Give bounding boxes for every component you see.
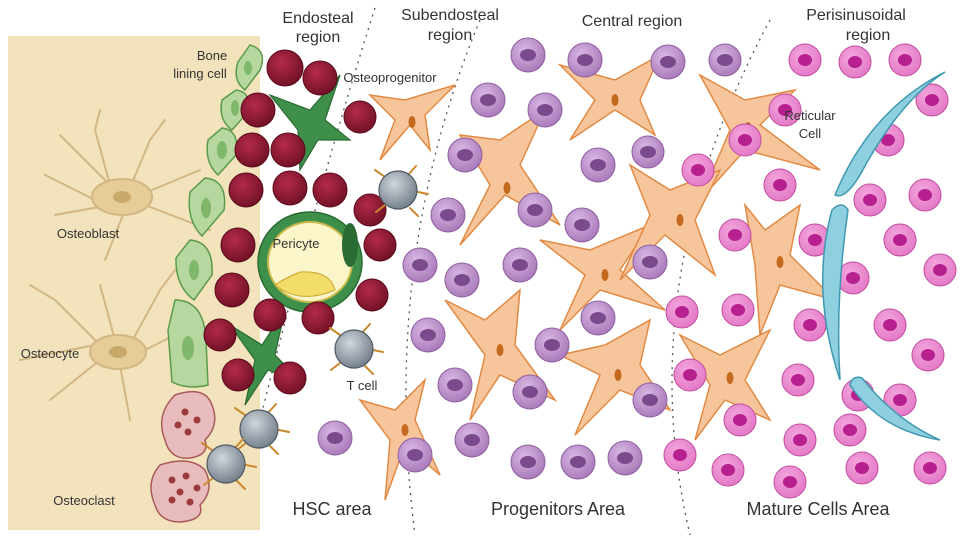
t-cell-3 [234, 403, 290, 455]
t-cell-1 [374, 165, 429, 217]
osteoprogenitor-label: Osteoprogenitor [343, 70, 437, 85]
cell-labels: Bone lining cell Osteoblast Osteocyte Os… [21, 48, 837, 508]
mature-cells [663, 43, 957, 499]
osteoblast-label: Osteoblast [57, 226, 120, 241]
region-labels: Endosteal region Subendosteal region Cen… [282, 7, 905, 46]
sinusoid-endothelium [821, 71, 946, 441]
pericyte-vessel [257, 211, 363, 313]
hsc-area-label: HSC area [292, 499, 372, 519]
reticular-cell-label-1: Reticular [784, 108, 836, 123]
bone-lining-label-2: lining cell [173, 66, 227, 81]
progenitor-cells [317, 37, 742, 480]
subendosteal-region-label-1: Subendosteal [401, 7, 499, 24]
bone-lining-cells [167, 44, 264, 388]
endosteal-region-label-1: Endosteal [282, 10, 353, 27]
reticular-cell-label-2: Cell [799, 126, 822, 141]
osteoclast-cells [150, 390, 216, 523]
osteoclast-label: Osteoclast [53, 493, 115, 508]
osteocyte-label: Osteocyte [21, 346, 80, 361]
perisinusoidal-region-label-2: region [846, 27, 890, 44]
central-region-label: Central region [582, 13, 683, 30]
progenitors-area-label: Progenitors Area [491, 499, 626, 519]
pericyte-label: Pericyte [273, 236, 320, 251]
t-cell-4 [201, 438, 257, 490]
subendosteal-region-label-2: region [428, 27, 472, 44]
area-labels: HSC area Progenitors Area Mature Cells A… [292, 499, 890, 519]
osteocyte-cell [19, 269, 211, 421]
stromal-reticular-cells [358, 53, 838, 501]
red-erythroid-cells [203, 49, 397, 395]
endosteal-region-label-2: region [296, 29, 340, 46]
bone-lining-label-1: Bone [197, 48, 227, 63]
osteoblast-cell [44, 109, 211, 261]
mature-cells-area-label: Mature Cells Area [746, 499, 890, 519]
t-cell-2 [329, 323, 384, 375]
perisinusoidal-region-label-1: Perisinusoidal [806, 7, 906, 24]
t-cell-label: T cell [347, 378, 378, 393]
t-cells [201, 165, 429, 490]
